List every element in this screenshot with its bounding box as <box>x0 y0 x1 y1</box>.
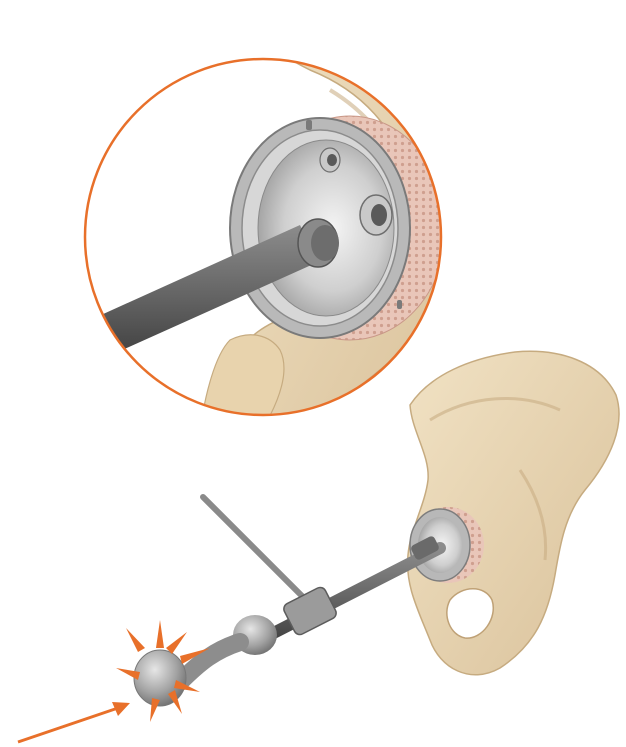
force-arrow-icon <box>18 702 130 742</box>
impactor-instrument <box>134 497 440 706</box>
magnifier-callout <box>85 5 465 440</box>
